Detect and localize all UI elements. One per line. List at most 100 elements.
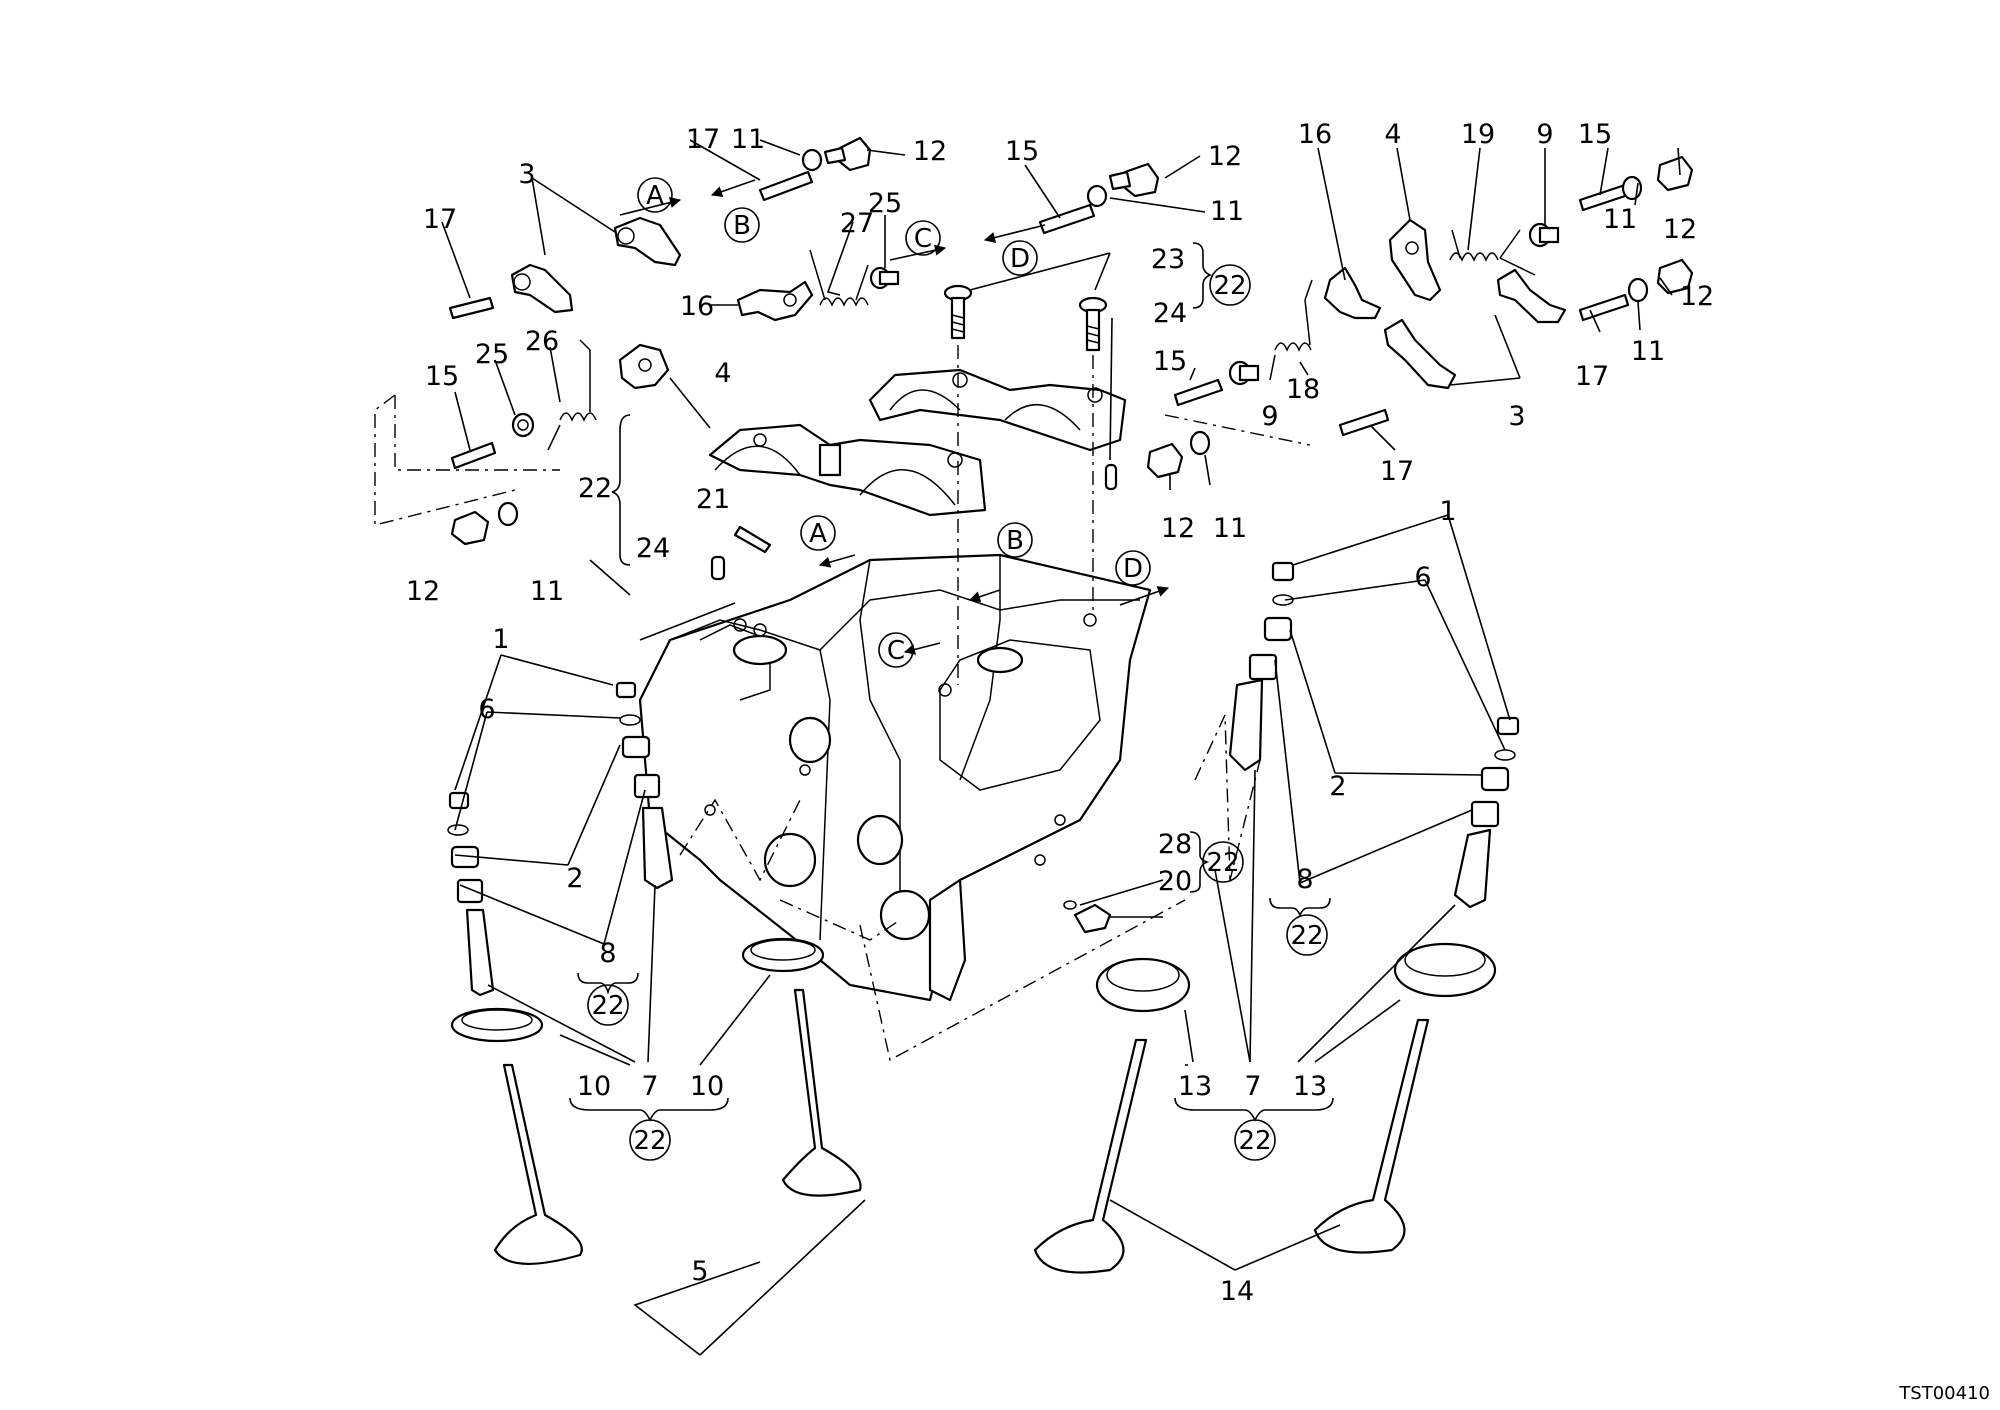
callout-27: 27 — [840, 208, 874, 239]
valve-5-center — [781, 988, 862, 1197]
spring-26 — [547, 339, 597, 451]
cap-bolt-right — [1078, 296, 1108, 352]
plug-12-mid-right — [1146, 442, 1184, 479]
plug-12-top-left — [823, 136, 872, 172]
callout-24-top: 24 — [1153, 298, 1187, 329]
washer-11-left — [497, 501, 519, 527]
washer-11-right-1 — [1621, 175, 1643, 201]
callout-17-mid: 17 — [1380, 456, 1414, 487]
callout-8-left: 8 — [599, 938, 616, 969]
rocker-arm-4-left — [618, 343, 670, 390]
callout-12-top: 12 — [913, 136, 947, 167]
ref-B-mid: B — [997, 522, 1033, 558]
valve-14-right — [1313, 1018, 1430, 1254]
svg-text:22: 22 — [633, 1126, 666, 1156]
ref-A-mid: A — [800, 515, 836, 551]
stud-21 — [733, 525, 772, 554]
callout-13-right: 13 — [1293, 1071, 1327, 1102]
callout-20: 20 — [1158, 866, 1192, 897]
callout-16-right: 16 — [1298, 119, 1332, 150]
spacer-25-top — [869, 266, 900, 290]
callout-15-right: 15 — [1578, 119, 1612, 150]
rocker-arm-3-left — [510, 263, 574, 314]
ref-A-top: A — [637, 177, 673, 213]
callout-21: 21 — [696, 484, 730, 515]
valve-gear-left — [447, 681, 674, 997]
circled-22-right-8: 22 — [1286, 914, 1328, 956]
svg-text:22: 22 — [1206, 848, 1239, 878]
ref-D-top: D — [1002, 240, 1038, 276]
circled-22-top: 22 — [1209, 264, 1251, 306]
svg-text:22: 22 — [591, 991, 624, 1021]
callout-12-left: 12 — [406, 576, 440, 607]
plug-12-left — [450, 510, 490, 546]
callout-28: 28 — [1158, 829, 1192, 860]
circled-letter-refs: A B C D A B C D — [637, 177, 1151, 668]
valve-seat-13-left — [1095, 957, 1191, 1013]
circled-22-mid: 22 — [1202, 841, 1244, 883]
callout-7-left: 7 — [641, 1071, 658, 1102]
callout-2-right: 2 — [1329, 771, 1346, 802]
callout-1-right: 1 — [1439, 496, 1456, 527]
callout-15-left: 15 — [425, 361, 459, 392]
callout-12-right-2: 12 — [1680, 281, 1714, 312]
shaft-15-right-lower — [1173, 378, 1224, 407]
spacer-9-right — [1228, 360, 1260, 386]
bolt-20 — [1063, 900, 1112, 934]
valve-seat-center — [741, 937, 825, 973]
spacer-25-left — [511, 412, 535, 438]
callout-24-left: 24 — [636, 533, 670, 564]
callout-23: 23 — [1151, 244, 1185, 275]
callout-11-right-2: 11 — [1631, 336, 1665, 367]
valve-5-left — [493, 1063, 583, 1265]
circled-22-callouts: 22 22 22 22 22 22 — [587, 264, 1328, 1161]
callout-12-mid-right: 12 — [1161, 513, 1195, 544]
ref-D-mid: D — [1115, 550, 1151, 586]
drawing-code: TST00410 — [1899, 1383, 1990, 1404]
shaft-17-right — [1578, 293, 1630, 322]
callout-17-top: 17 — [686, 124, 720, 155]
washer-11-mid-right — [1189, 430, 1211, 456]
callout-11-mid-right: 11 — [1213, 513, 1247, 544]
camshaft-cap-upper — [868, 368, 1127, 452]
svg-text:D: D — [1123, 554, 1143, 584]
spacer-9-right-top — [1528, 222, 1560, 248]
ref-B-top: B — [724, 207, 760, 243]
callout-9-top: 9 — [1536, 119, 1553, 150]
callout-11-left: 11 — [530, 576, 564, 607]
callout-11-mid: 11 — [1210, 196, 1244, 227]
callout-3-right: 3 — [1508, 401, 1525, 432]
callout-16-top: 16 — [680, 291, 714, 322]
svg-text:C: C — [914, 224, 932, 254]
callout-5: 5 — [691, 1256, 708, 1287]
callout-12-mid: 12 — [1208, 141, 1242, 172]
cap-bolt-left — [943, 284, 973, 340]
svg-text:A: A — [809, 519, 827, 549]
callout-17-right: 17 — [1575, 361, 1609, 392]
dowel-pin-left — [710, 555, 726, 581]
circled-22-bottom-right: 22 — [1234, 1119, 1276, 1161]
callout-12-right-1: 12 — [1663, 214, 1697, 245]
callout-1-left: 1 — [492, 624, 509, 655]
valve-seat-left — [450, 1007, 544, 1043]
callout-6-left: 6 — [478, 694, 495, 725]
valve-gear-right — [1228, 561, 1520, 909]
ref-C-mid: C — [878, 632, 914, 668]
camshaft-cap-lower — [708, 423, 987, 517]
callout-15-mid: 15 — [1153, 346, 1187, 377]
callout-25-left: 25 — [475, 339, 509, 370]
circled-22-left-8: 22 — [587, 984, 629, 1026]
callout-6-right: 6 — [1414, 562, 1431, 593]
callout-10-left: 10 — [577, 1071, 611, 1102]
callout-3-left: 3 — [518, 159, 535, 190]
rocker-arm-3-right-top — [1496, 268, 1567, 324]
callout-labels: 1 1 2 2 3 3 4 4 5 6 6 7 7 8 8 9 9 10 10 … — [406, 119, 1714, 1307]
shaft-17-top-left — [758, 170, 814, 202]
callout-8-right: 8 — [1296, 864, 1313, 895]
spring-27 — [809, 249, 869, 307]
callout-13-left: 13 — [1178, 1071, 1212, 1102]
callout-4-right: 4 — [1384, 119, 1401, 150]
washer-11-right-2 — [1627, 277, 1649, 303]
callout-14: 14 — [1220, 1276, 1254, 1307]
